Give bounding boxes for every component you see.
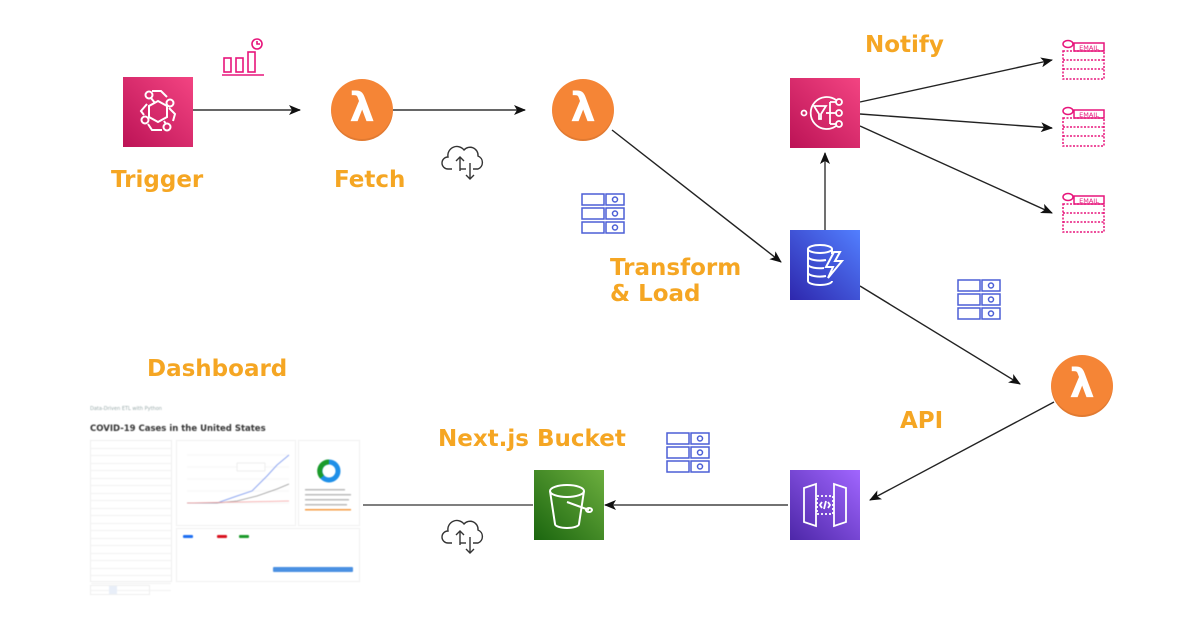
- edge-transform-database: [611, 129, 782, 263]
- dashboard-donut-chart: [305, 459, 351, 511]
- dashboard-pager: [90, 585, 150, 595]
- label-fetch: Fetch: [334, 167, 406, 193]
- eventbridge-icon: [139, 90, 177, 132]
- label-transform-line2: & Load: [610, 281, 701, 308]
- label-dashboard: Dashboard: [147, 356, 288, 382]
- cloud-upload-download-icon: [441, 145, 484, 180]
- label-notify: Notify: [865, 32, 944, 58]
- lambda-icon: λ: [349, 85, 375, 131]
- api-gateway-icon: [803, 482, 847, 528]
- dashboard-line-chart: [186, 454, 290, 504]
- email-recipient-icon[interactable]: EMAIL: [1060, 38, 1108, 86]
- dashboard-controls-card: [176, 528, 360, 582]
- dynamodb-icon: [807, 244, 845, 286]
- fetch-lambda-node[interactable]: λ: [331, 79, 393, 141]
- svg-text:EMAIL: EMAIL: [1079, 44, 1099, 52]
- sns-notify-node[interactable]: [790, 78, 860, 148]
- dashboard-screenshot: Data-Driven ETL with Python COVID-19 Cas…: [86, 402, 362, 602]
- lambda-icon: λ: [570, 85, 596, 131]
- dashboard-donut-card: [298, 440, 360, 526]
- edge-notify-email-3: [859, 125, 1053, 214]
- table-data-icon: [581, 193, 625, 234]
- api-lambda-node[interactable]: λ: [1051, 355, 1113, 417]
- dashboard-apply-button: [273, 567, 353, 572]
- dashboard-table: [90, 440, 172, 591]
- svg-text:EMAIL: EMAIL: [1079, 111, 1099, 119]
- transform-lambda-node[interactable]: λ: [552, 79, 614, 141]
- schedule-chart-icon: [222, 38, 264, 76]
- label-transform: Transform & Load: [610, 255, 741, 308]
- table-data-icon: [666, 432, 710, 473]
- dashboard-heading: COVID-19 Cases in the United States: [90, 424, 266, 434]
- label-api: API: [900, 408, 944, 434]
- table-data-icon: [957, 279, 1001, 320]
- trigger-node[interactable]: [123, 77, 193, 147]
- dashboard-app-title: Data-Driven ETL with Python: [90, 406, 162, 412]
- label-bucket: Next.js Bucket: [438, 426, 626, 452]
- label-transform-line1: Transform: [610, 255, 742, 281]
- dashboard-line-chart-card: [176, 440, 296, 526]
- s3-bucket-node[interactable]: [534, 470, 604, 540]
- edge-notify-email-1: [859, 57, 1053, 103]
- lambda-icon: λ: [1069, 361, 1095, 407]
- label-trigger: Trigger: [111, 167, 204, 193]
- edge-database-api-lambda: [859, 285, 1021, 385]
- svg-text:EMAIL: EMAIL: [1079, 197, 1099, 205]
- s3-bucket-icon: [549, 484, 593, 529]
- dynamodb-node[interactable]: [790, 230, 860, 300]
- sns-icon: [800, 96, 843, 130]
- email-recipient-icon[interactable]: EMAIL: [1060, 105, 1108, 153]
- edge-notify-email-2: [859, 113, 1053, 133]
- api-gateway-node[interactable]: [790, 470, 860, 540]
- edge-api-lambda-gateway: [869, 401, 1055, 501]
- cloud-upload-download-icon: [441, 519, 484, 554]
- email-recipient-icon[interactable]: EMAIL: [1060, 191, 1108, 239]
